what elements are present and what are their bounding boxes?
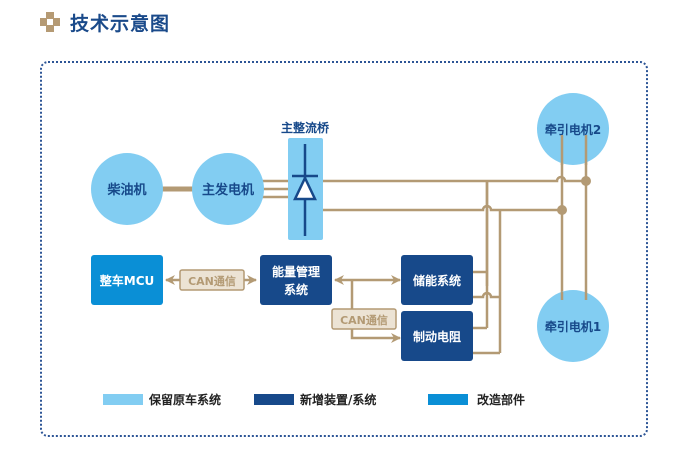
legend-item-new: 新增装置/系统 bbox=[254, 392, 376, 407]
can-label-text: CAN通信 bbox=[340, 313, 388, 327]
legend-label: 新增装置/系统 bbox=[300, 392, 376, 407]
node-rectifier: 主整流桥 bbox=[281, 120, 330, 240]
section-header: 技术示意图 bbox=[40, 8, 170, 36]
legend-swatch bbox=[428, 394, 468, 405]
node-label: 牵引电机2 bbox=[545, 122, 601, 137]
page-title: 技术示意图 bbox=[70, 12, 171, 35]
node-label: 制动电阻 bbox=[413, 329, 461, 344]
legend-item-retained: 保留原车系统 bbox=[103, 392, 221, 407]
node-label: 柴油机 bbox=[106, 182, 146, 198]
can-label-text: CAN通信 bbox=[188, 274, 236, 288]
node-generator: 主发电机 bbox=[192, 153, 264, 225]
node-energy-management: 能量管理 系统 bbox=[260, 255, 332, 305]
dc-negative-bus bbox=[322, 204, 562, 212]
node-label: 能量管理 bbox=[272, 264, 320, 279]
node-mcu: 整车MCU bbox=[91, 255, 163, 305]
node-label: 主发电机 bbox=[202, 182, 254, 198]
junction-dot bbox=[581, 176, 591, 186]
node-brake-resistor: 制动电阻 bbox=[401, 311, 473, 361]
legend: 保留原车系统 新增装置/系统 改造部件 bbox=[103, 392, 525, 407]
node-label: 储能系统 bbox=[413, 273, 461, 288]
legend-item-modified: 改造部件 bbox=[428, 392, 525, 407]
legend-swatch bbox=[254, 394, 294, 405]
node-label: 整车MCU bbox=[99, 273, 155, 288]
legend-label: 改造部件 bbox=[477, 392, 525, 407]
node-motor2: 牵引电机2 bbox=[537, 93, 609, 165]
node-label: 主整流桥 bbox=[281, 120, 330, 135]
node-label: 系统 bbox=[284, 282, 308, 297]
cross-icon bbox=[40, 12, 60, 32]
legend-swatch bbox=[103, 394, 143, 405]
can-label-1: CAN通信 bbox=[179, 269, 245, 291]
node-diesel: 柴油机 bbox=[91, 153, 163, 225]
dc-positive-bus bbox=[322, 175, 586, 183]
node-motor1: 牵引电机1 bbox=[537, 290, 609, 362]
junction-dot bbox=[557, 205, 567, 215]
can-label-2: CAN通信 bbox=[331, 308, 397, 330]
diode-icon bbox=[292, 144, 318, 236]
legend-label: 保留原车系统 bbox=[148, 392, 221, 407]
node-label: 牵引电机1 bbox=[545, 319, 601, 334]
node-storage: 储能系统 bbox=[401, 255, 473, 305]
diagram-frame bbox=[40, 61, 648, 437]
